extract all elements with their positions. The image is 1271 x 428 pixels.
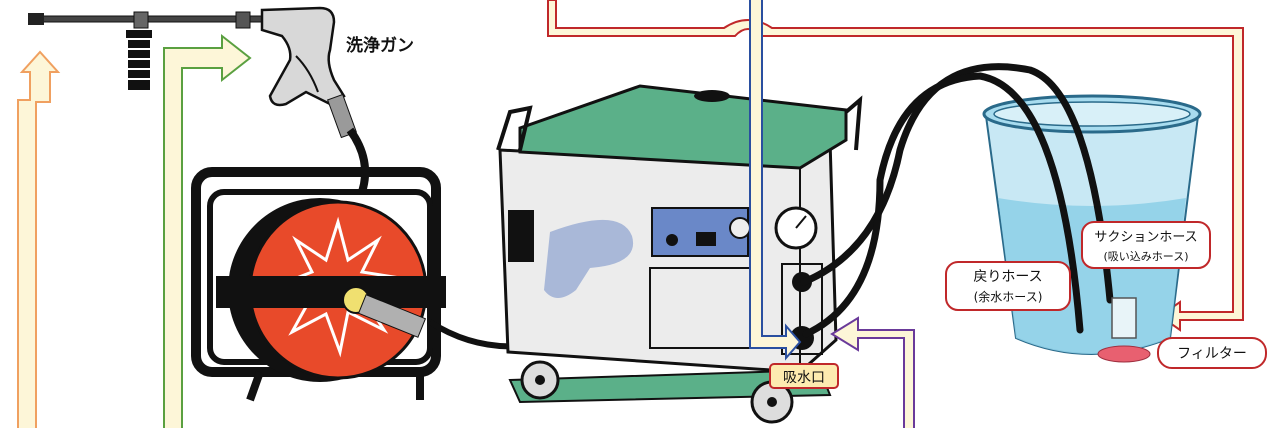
svg-text:(吸い込みホース): (吸い込みホース) [1103, 250, 1188, 263]
spray-flow-arrow [18, 52, 58, 428]
svg-text:吸水口: 吸水口 [783, 370, 825, 386]
gun-label: 洗浄ガン [346, 35, 414, 56]
svg-text:サクションホース: サクションホース [1094, 230, 1197, 245]
intake-label: 吸水口 [770, 364, 838, 388]
svg-text:フィルター: フィルター [1177, 346, 1247, 362]
return-hose-label: 戻りホース (余水ホース) [946, 262, 1070, 310]
svg-text:戻りホース: 戻りホース [973, 269, 1042, 285]
suction-hose-label: サクションホース (吸い込みホース) [1082, 222, 1210, 268]
filter-label: フィルター [1158, 338, 1266, 368]
svg-text:(余水ホース): (余水ホース) [974, 289, 1043, 304]
return-outflow-arrow [832, 318, 914, 428]
